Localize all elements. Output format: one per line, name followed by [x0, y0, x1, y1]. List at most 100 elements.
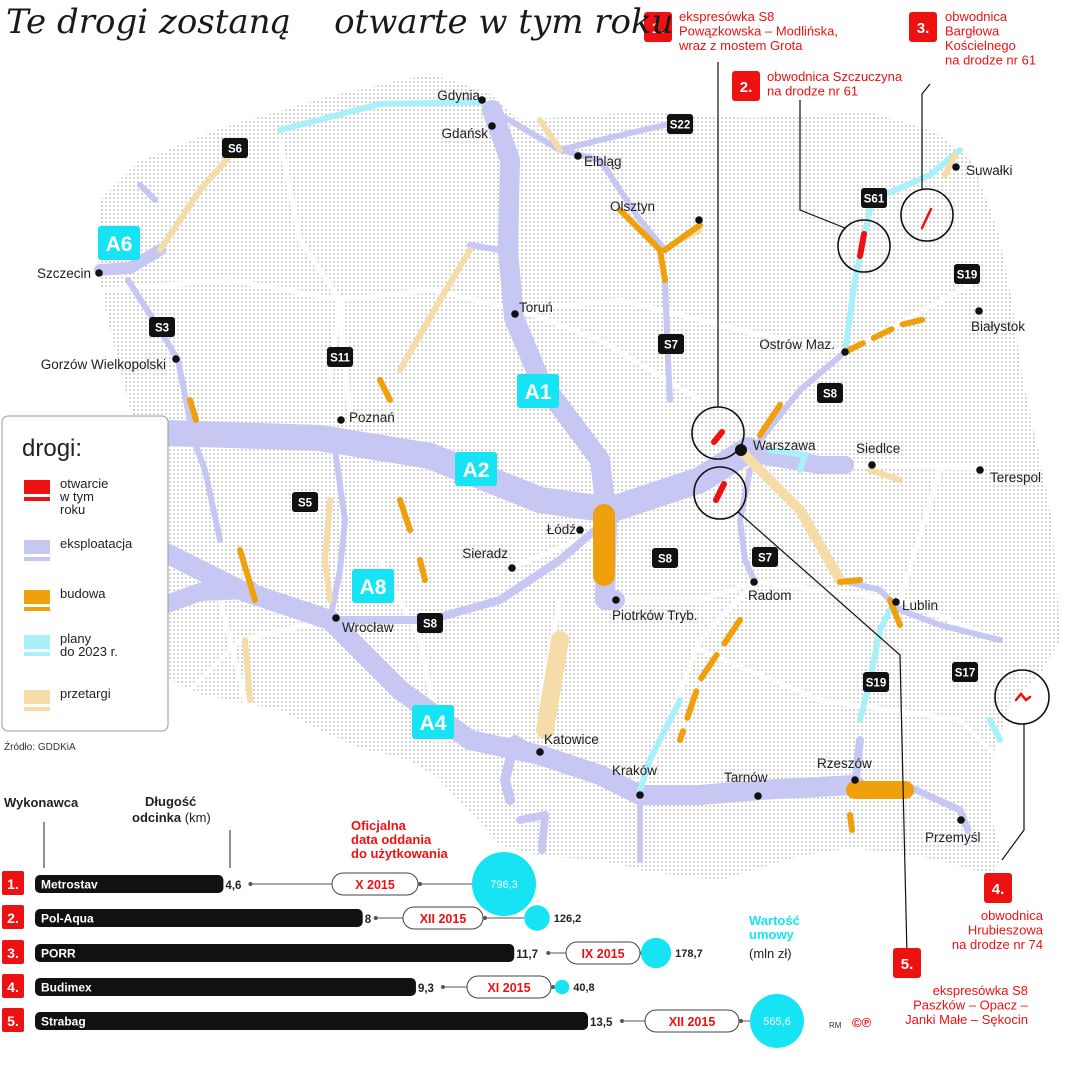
legend-label: przetargi: [60, 686, 111, 701]
city-label: Elbląg: [584, 154, 622, 169]
callout-number-badge: [893, 948, 921, 978]
length-value: 13,5: [590, 1017, 613, 1029]
city-dot: [976, 466, 984, 474]
city-dot: [851, 776, 859, 784]
city-label: Olsztyn: [610, 199, 655, 214]
road-label-text: S6: [228, 144, 242, 156]
city-label: Toruń: [519, 300, 553, 315]
road-label-badge: [817, 383, 843, 403]
length-value: 8: [365, 914, 372, 926]
col-header-value-unit: (mln zł): [749, 946, 792, 961]
legend-title: drogi:: [22, 435, 82, 462]
value-bubble: [524, 905, 550, 931]
city-dot: [478, 96, 486, 104]
callout-number: 3.: [917, 20, 930, 37]
connector-dot: [483, 916, 487, 920]
road-label-text: S8: [823, 389, 838, 401]
value-bubble: [554, 979, 570, 995]
road-label-text: S8: [658, 554, 673, 566]
road-label-badge: [652, 548, 678, 568]
legend-swatch-line: [24, 497, 50, 501]
city-label: Białystok: [971, 319, 1025, 334]
row-number-badge: [2, 940, 24, 964]
road-label-text: S3: [155, 323, 169, 335]
callout-circle-2: [837, 219, 891, 273]
legend-box: [1, 415, 169, 732]
legend-swatch-line: [24, 707, 50, 711]
open-date: XII 2015: [669, 1015, 716, 1029]
legend-swatch: [24, 540, 50, 554]
city-dot: [750, 578, 758, 586]
row-number-badge: [2, 905, 24, 929]
motorway-badge: [455, 452, 497, 486]
road-label-badge: [292, 492, 318, 512]
city-dot: [576, 526, 584, 534]
callout-circle-4: [994, 669, 1050, 725]
road-label-text: S22: [670, 120, 690, 132]
row-number: 4.: [7, 979, 19, 995]
legend-label: eksploatacja: [60, 536, 133, 551]
city-label: Tarnów: [724, 770, 768, 785]
contract-value: 40,8: [573, 982, 594, 994]
row-number: 3.: [7, 945, 19, 961]
callout-markers: [691, 62, 1050, 956]
city-dot: [95, 269, 103, 277]
row-number-badge: [2, 1008, 24, 1032]
legend-swatch: [24, 635, 50, 649]
motorway-badge: [412, 705, 454, 739]
opening-roads: [711, 207, 1032, 702]
motorway-label: A6: [106, 233, 133, 256]
city-label: Sieradz: [462, 546, 508, 561]
value-bubble: [640, 937, 672, 969]
road-label-badge: [327, 347, 353, 367]
road-label-text: S17: [955, 668, 975, 680]
city-dot: [952, 163, 960, 171]
road-label-text: S11: [330, 353, 350, 365]
legend-swatch-line: [24, 607, 50, 611]
city-dot: [975, 307, 983, 315]
road-label-text: S8: [423, 619, 438, 631]
legend-swatch: [24, 590, 50, 604]
road-label-badge: [417, 613, 443, 633]
city-layer: GdyniaGdańskElblągOlsztynSuwałkiSzczecin…: [37, 88, 1041, 845]
road-label-text: S61: [864, 194, 885, 206]
contract-value: 178,7: [675, 948, 703, 960]
col-header-contractor: Wykonawca: [4, 795, 79, 810]
value-bubble: [750, 994, 804, 1048]
contract-value: 565,6: [763, 1016, 791, 1028]
city-label: Katowice: [544, 732, 599, 747]
road-label-badge: [863, 672, 889, 692]
road-label-badge: [222, 138, 248, 158]
city-label: Przemyśl: [925, 830, 981, 845]
author-signature: RM: [829, 1021, 842, 1030]
city-label: Kraków: [612, 763, 657, 778]
road-label-badge: [667, 114, 693, 134]
length-value: 11,7: [516, 949, 538, 961]
callout-number: 5.: [901, 956, 914, 973]
road-label-text: S19: [957, 270, 977, 282]
legend-label: budowa: [60, 586, 106, 601]
city-label: Gorzów Wielkopolski: [41, 357, 166, 372]
city-dot: [892, 598, 900, 606]
city-dot: [488, 122, 496, 130]
city-label: Gdynia: [437, 88, 480, 103]
city-dot: [332, 614, 340, 622]
open-date: IX 2015: [581, 947, 624, 961]
road-label-badge: [954, 264, 980, 284]
connector-dot: [551, 985, 555, 989]
legend-swatch: [24, 690, 50, 704]
connector-dot: [739, 1019, 743, 1023]
road-label-badge: [149, 317, 175, 337]
city-label: Terespol: [990, 470, 1041, 485]
